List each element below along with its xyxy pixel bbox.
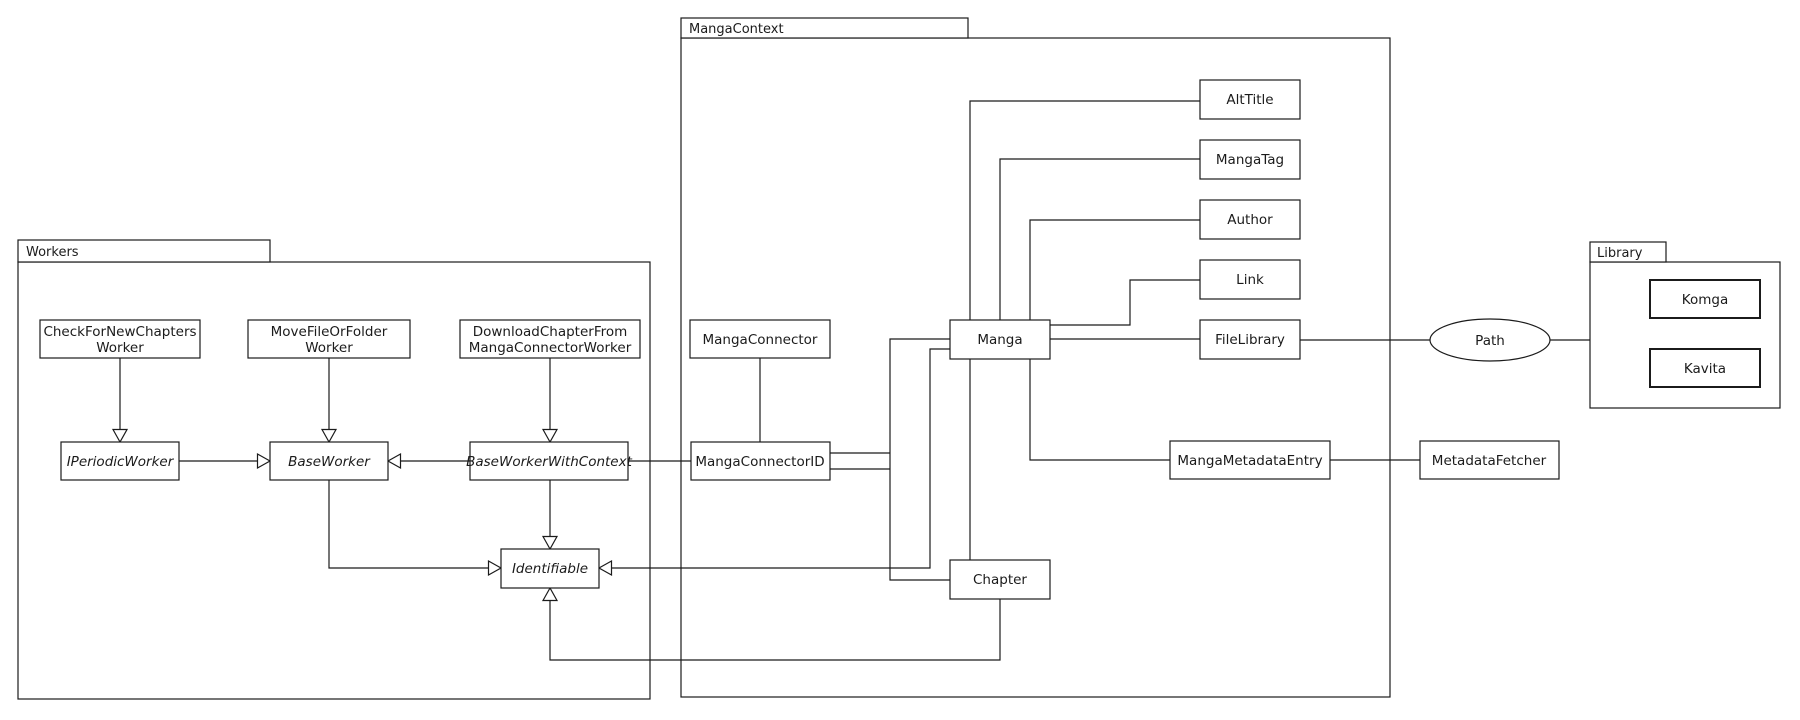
manga-connector-box <box>689 319 831 359</box>
manga-tag-label: MangaTag <box>1216 152 1284 168</box>
node-check-for-new-chapters-worker: CheckForNewChapters Worker <box>39 319 201 359</box>
node-path: Path <box>1429 318 1551 362</box>
manga-connector-label: MangaConnector <box>703 332 818 348</box>
node-komga: Komga <box>1649 279 1761 319</box>
edge-baseworker-to-identifiable <box>328 480 489 569</box>
node-kavita: Kavita <box>1649 348 1761 388</box>
inheritance-arrowhead-bwwc-baseworker <box>386 452 402 470</box>
node-chapter: Chapter <box>949 559 1051 600</box>
inheritance-arrowhead-bwwc-identifiable <box>541 535 559 551</box>
move-file-or-folder-worker-label-line1: MoveFileOrFolder <box>271 324 388 340</box>
metadata-fetcher-label: MetadataFetcher <box>1432 453 1547 469</box>
inheritance-arrowhead-check-iperiodic <box>111 428 129 444</box>
node-metadata-fetcher: MetadataFetcher <box>1419 440 1560 480</box>
manga-connector-id-box <box>690 441 831 481</box>
base-worker-label: BaseWorker <box>288 454 371 470</box>
edge-chapter-to-identifiable <box>549 599 1001 661</box>
alt-title-label: AltTitle <box>1226 92 1273 108</box>
workers-package-label: Workers <box>26 245 79 260</box>
file-library-label: FileLibrary <box>1215 332 1285 348</box>
library-package-tab <box>1589 241 1667 263</box>
node-manga-connector: MangaConnector <box>689 319 831 359</box>
edge-manga-to-alttitle <box>969 100 1200 320</box>
path-ellipse <box>1429 318 1551 362</box>
node-manga-tag: MangaTag <box>1199 139 1301 180</box>
node-download-chapter-from-manga-connector-worker: DownloadChapterFrom MangaConnectorWorker <box>459 319 641 359</box>
edge-manga-to-author <box>1029 219 1200 320</box>
check-for-new-chapters-worker-box <box>39 319 201 359</box>
base-worker-box <box>269 441 389 481</box>
iperiodic-worker-label: IPeriodicWorker <box>67 454 175 470</box>
library-package-label: Library <box>1597 246 1643 261</box>
node-author: Author <box>1199 199 1301 240</box>
node-alt-title: AltTitle <box>1199 79 1301 120</box>
workers-package-tab <box>17 239 271 263</box>
manga-metadata-entry-label: MangaMetadataEntry <box>1177 453 1322 469</box>
inheritance-arrowhead-move-baseworker <box>320 428 338 444</box>
author-box <box>1199 199 1301 240</box>
manga-context-package-label: MangaContext <box>689 22 784 37</box>
edge-manga-to-link <box>1050 279 1200 326</box>
inheritance-arrowhead-chapter-identifiable <box>541 586 559 602</box>
manga-tag-box <box>1199 139 1301 180</box>
diagram-edges <box>111 100 1590 661</box>
base-worker-with-context-label: BaseWorkerWithContext <box>466 454 632 470</box>
diagram-nodes: CheckForNewChapters Worker MoveFileOrFol… <box>39 79 1761 600</box>
manga-context-package-tab <box>680 17 969 39</box>
komga-box <box>1649 279 1761 319</box>
edge-mangaconnectorid-stubs <box>830 452 890 470</box>
edge-manga-to-identifiable <box>611 348 950 569</box>
iperiodic-worker-box <box>60 441 180 481</box>
node-base-worker: BaseWorker <box>269 441 389 481</box>
path-label: Path <box>1475 333 1505 349</box>
link-box <box>1199 259 1301 300</box>
identifiable-label: Identifiable <box>512 561 588 577</box>
metadata-fetcher-box <box>1419 440 1560 480</box>
download-chapter-worker-label-line2: MangaConnectorWorker <box>469 340 632 356</box>
chapter-label: Chapter <box>973 572 1027 588</box>
inheritance-arrowhead-download-bwwc <box>541 428 559 444</box>
node-manga-metadata-entry: MangaMetadataEntry <box>1169 440 1331 480</box>
inheritance-arrowhead-iperiodic-baseworker <box>256 452 272 470</box>
manga-box <box>949 319 1051 360</box>
check-for-new-chapters-worker-label-line1: CheckForNewChapters <box>43 324 196 340</box>
chapter-box <box>949 559 1051 600</box>
node-file-library: FileLibrary <box>1199 319 1301 360</box>
node-link: Link <box>1199 259 1301 300</box>
kavita-label: Kavita <box>1684 361 1726 377</box>
download-chapter-worker-box <box>459 319 641 359</box>
node-base-worker-with-context: BaseWorkerWithContext <box>466 441 633 481</box>
download-chapter-worker-label-line1: DownloadChapterFrom <box>473 324 628 340</box>
manga-label: Manga <box>977 332 1022 348</box>
edge-manga-to-mangatag <box>999 158 1200 320</box>
move-file-or-folder-worker-box <box>247 319 411 359</box>
check-for-new-chapters-worker-label-line2: Worker <box>96 340 144 356</box>
node-manga-connector-id: MangaConnectorID <box>690 441 831 481</box>
alt-title-box <box>1199 79 1301 120</box>
node-move-file-or-folder-worker: MoveFileOrFolder Worker <box>247 319 411 359</box>
node-iperiodic-worker: IPeriodicWorker <box>60 441 180 481</box>
base-worker-with-context-box <box>469 441 629 481</box>
kavita-box <box>1649 348 1761 388</box>
identifiable-box <box>500 548 600 589</box>
link-label: Link <box>1236 272 1264 288</box>
inheritance-arrowhead-baseworker-identifiable <box>487 559 503 577</box>
file-library-box <box>1199 319 1301 360</box>
edge-mangaconnectorid-channel <box>889 338 950 581</box>
node-identifiable: Identifiable <box>500 548 600 589</box>
manga-metadata-entry-box <box>1169 440 1331 480</box>
move-file-or-folder-worker-label-line2: Worker <box>305 340 353 356</box>
node-manga: Manga <box>949 319 1051 360</box>
manga-connector-id-label: MangaConnectorID <box>695 454 824 470</box>
komga-label: Komga <box>1682 292 1728 308</box>
author-label: Author <box>1227 212 1273 228</box>
edge-manga-to-metadataentry <box>1029 359 1170 461</box>
inheritance-arrowhead-manga-identifiable <box>597 559 613 577</box>
